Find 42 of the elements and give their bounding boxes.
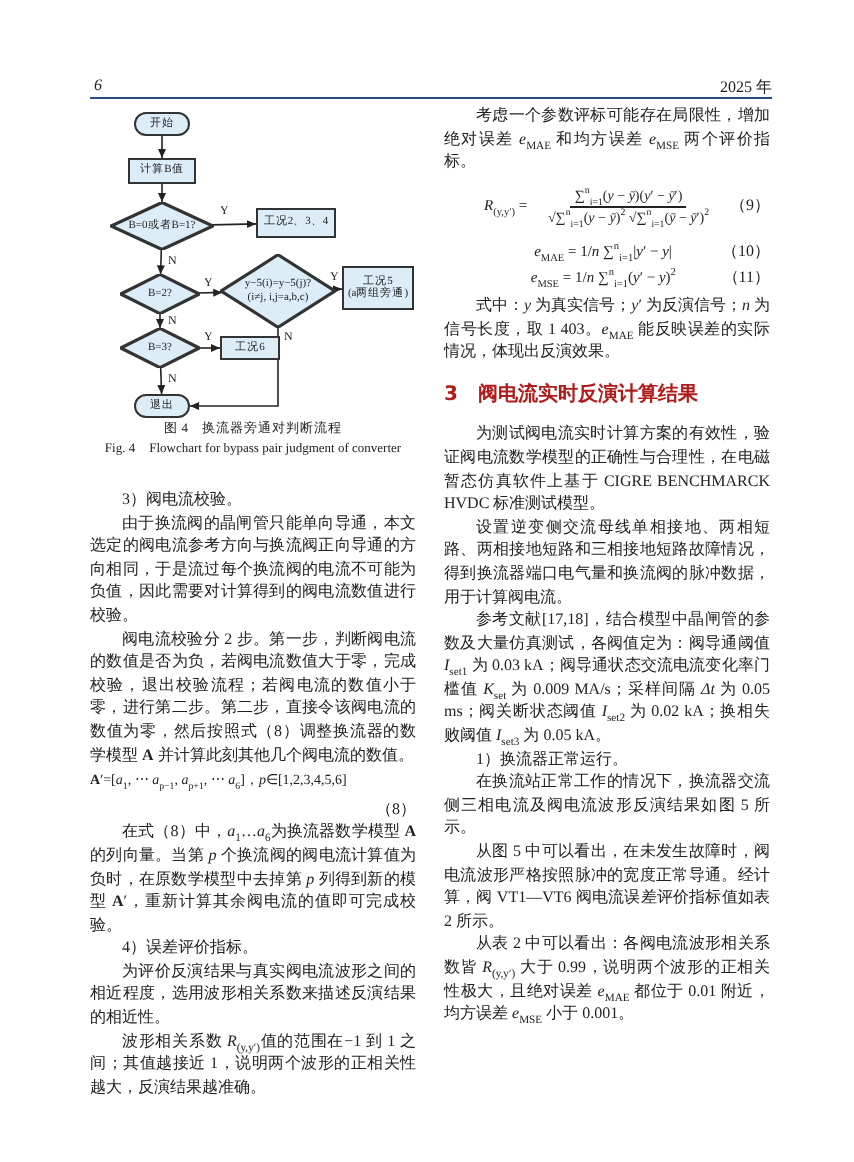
subheading: 3）阀电流校验。 [120,488,244,512]
paragraph: 在换流站正常工作的情况下，换流器交流侧三相电流及阀电流波形反演结果如图 5 所示。 [444,770,770,841]
paragraph: 考虑一个参数评标可能存在局限性，增加绝对误差 e$_{MAE}$ 和均方误差 e$_{MSE}$ 两个评价指标。 [444,104,770,174]
paragraph: 从表 2 中可以看出：各阀电流波形相关系数皆 R$_{(y,y′)}$ 大于 0.99，说明两个波形的正相关性极大，且绝对误差 e$_{MAE}$ 都位于 0.01 附近，均方误差 e$_{MSE}$ 小于 0.001。 [444,932,770,1026]
subheading: 4）误差评价指标。 [120,936,260,960]
paragraph: 在式（8）中，a$_{1}$…a$_{6}$为换流器数学模型 A 的列向量。当第 p 个换流阀的阀电流计算值为负时，在原数学模型中去掉第 p 列得到新的模型 A′，重新计算其余阀电流的值即可完成校验。 [90,820,416,937]
paragraph: 从图 5 中可以看出，在未发生故障时，阀电流波形严格按照脉冲的宽度正常导通。经计算，阀 VT1—VT6 阀电流误差评价指标值如表 2 所示。 [444,840,770,933]
arrow [210,220,257,229]
terminal-box [134,394,190,418]
paragraph: 阀电流校验分 2 步。第一步，判断阀电流的数值是否为负，若阀电流数值大于零，完成校验，退出校验流程；若阀电流的数值小于零，进行第二步。第二步，直接令该阀电流的数值为零，然后按照式（8）调整换流器的数学模型 A 并计算此刻其他几个阀电流的数值。 [90,627,416,767]
decision-diamond [220,254,336,328]
page-number: 6 [94,76,102,94]
terminal-box [134,112,190,136]
paragraph: 参考文献[17,18]，结合模型中晶闸管的参数及大量仿真测试，各阀值定为：阀导通阈值 I$_{set1}$ 为 0.03 kA；阀导通状态交流电流变化率门槛值 K$_{set}$ 为 0.009 MA/s；采样间隔 Δt 为 0.05 ms；阀关断状态阈值 I$_{set2}$ 为 0.02 kA；换相失败阈值 I$_{set3}$ 为 0.05 kA。 [444,608,770,748]
arrow [158,135,166,159]
paragraph: 波形相关系数 R$_{(y,y′)}$值的范围在−1 到 1 之间；其值越接近 1，说明两个波形的正相关性越大，反演结果越准确。 [90,1029,416,1099]
paragraph: 式中：y 为真实信号；y′ 为反演信号；n 为信号长度，取 1 403。e$_{MAE}$ 能反映误差的实际情况，体现出反演效果。 [444,293,770,364]
arrow [158,183,166,203]
equation-number: （10） [722,239,770,263]
equation-number: （8） [376,799,416,818]
process-box [128,158,196,184]
year-label: 2025 年 [720,76,772,98]
arrow [157,366,166,395]
paragraph: 为测试阀电流实时计算方案的有效性，验证阀电流数学模型的正确性与合理性，在电磁暂态仿真软件上基于 CIGRE BENCHMARCK HVDC 标准测试模型。 [444,422,770,516]
arrow [156,313,164,329]
arrow [156,248,165,276]
arrow [197,288,223,297]
paragraph: 由于换流阀的晶闸管只能单向导通，本文选定的阀电流参考方向与换流阀正向导通的方向相同，于是流过每个换流阀的电流不可能为负值，因此需要对计算得到的阀电流数值进行校验。 [90,511,416,628]
decision-diamond [120,274,200,314]
subheading: 1）换流器正常运行。 [474,747,630,771]
process-box [256,208,336,238]
process-box [220,336,280,360]
arrow [199,344,221,352]
equation-number: （11） [722,266,770,290]
equation-number: （9） [729,194,770,219]
paragraph: 为评价反演结果与真实阀电流波形之间的相近程度，选用波形相关系数来描述反演结果的相近性。 [90,959,416,1030]
decision-diamond [120,328,200,368]
paragraph: 设置逆变侧交流母线单相接地、两相短路、两相接地短路和三相接地短路故障情况，得到换流器端口电气量和换流阀的脉冲数据，用于计算阀电流。 [444,515,770,609]
section-heading: 3 阀电流实时反演计算结果 [444,383,700,407]
arrow [332,285,343,294]
process-box [342,266,414,310]
decision-diamond [110,202,214,250]
